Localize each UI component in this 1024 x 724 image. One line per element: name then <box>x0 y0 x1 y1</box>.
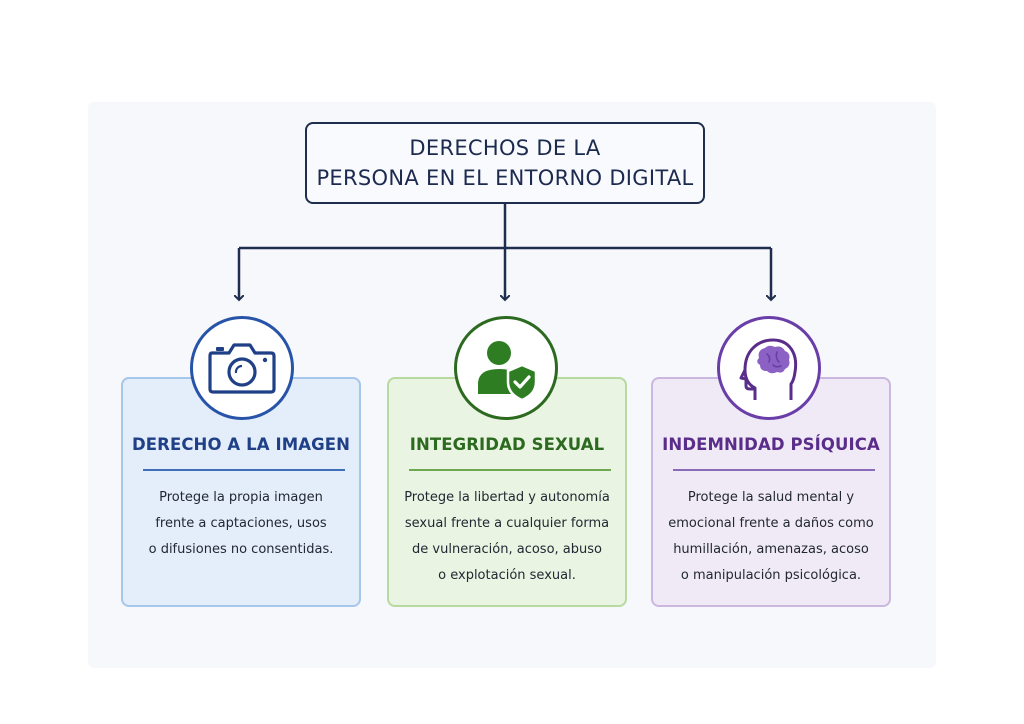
desc-line: sexual frente a cualquier forma <box>404 516 610 531</box>
person-shield-icon <box>478 341 538 402</box>
person-shield-icon-badge <box>454 316 558 420</box>
card-description: Protege la propia imagen frente a captac… <box>123 485 359 563</box>
root-node: DERECHOS DE LA PERSONA EN EL ENTORNO DIG… <box>305 122 705 204</box>
divider <box>143 469 345 471</box>
camera-icon <box>208 343 276 394</box>
divider <box>673 469 875 471</box>
card-title: INDEMNIDAD PSÍQUICA <box>662 435 880 454</box>
head-brain-icon-badge <box>717 316 821 420</box>
card-title: DERECHO A LA IMAGEN <box>131 435 351 454</box>
desc-line: emocional frente a daños como <box>668 516 874 531</box>
desc-line: o explotación sexual. <box>438 568 576 583</box>
desc-line: o manipulación psicológica. <box>680 568 862 583</box>
card-description: Protege la salud mental y emocional fren… <box>653 485 889 589</box>
desc-line: Protege la salud mental y <box>687 490 855 505</box>
root-title-line1: DERECHOS DE LA <box>409 136 601 160</box>
card-title: INTEGRIDAD SEXUAL <box>409 435 605 454</box>
desc-line: Protege la propia imagen <box>159 490 323 505</box>
root-title-line2: PERSONA EN EL ENTORNO DIGITAL <box>316 166 694 190</box>
desc-line: frente a captaciones, usos <box>155 516 327 531</box>
camera-icon-badge <box>190 316 294 420</box>
card-description: Protege la libertad y autonomía sexual f… <box>389 485 625 589</box>
head-brain-icon <box>739 338 798 400</box>
divider <box>409 469 611 471</box>
desc-line: de vulneración, acoso, abuso <box>412 542 602 557</box>
desc-line: o difusiones no consentidas. <box>148 542 334 557</box>
desc-line: humillación, amenazas, acoso <box>673 542 869 557</box>
desc-line: Protege la libertad y autonomía <box>404 490 610 505</box>
